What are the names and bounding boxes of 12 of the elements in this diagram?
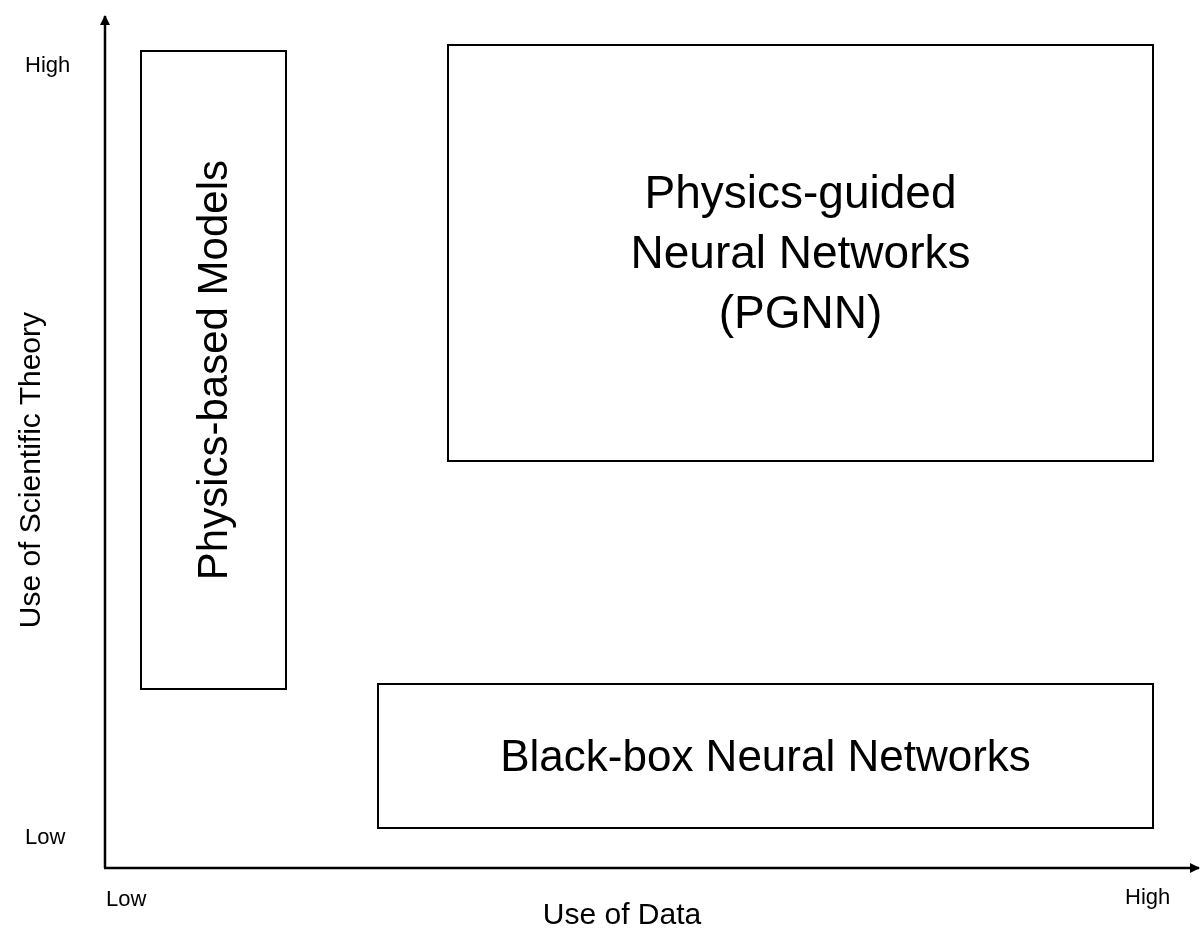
axis-tick-label: Low	[106, 886, 147, 912]
category-box	[377, 683, 1154, 829]
category-box	[447, 44, 1154, 462]
category-box	[140, 50, 287, 690]
category-label: Physics-based Models	[188, 159, 238, 581]
category-label: Black-box Neural Networks	[500, 730, 1031, 783]
axis-title: Use of Data	[542, 897, 702, 931]
axis-tick-label: Low	[25, 824, 66, 850]
axis-tick-label: High	[1125, 884, 1171, 910]
axis-tick-label: High	[25, 52, 71, 78]
category-label: Physics-guided Neural Networks (PGNN)	[629, 165, 972, 340]
axis-title: Use of Scientific Theory	[13, 311, 47, 629]
